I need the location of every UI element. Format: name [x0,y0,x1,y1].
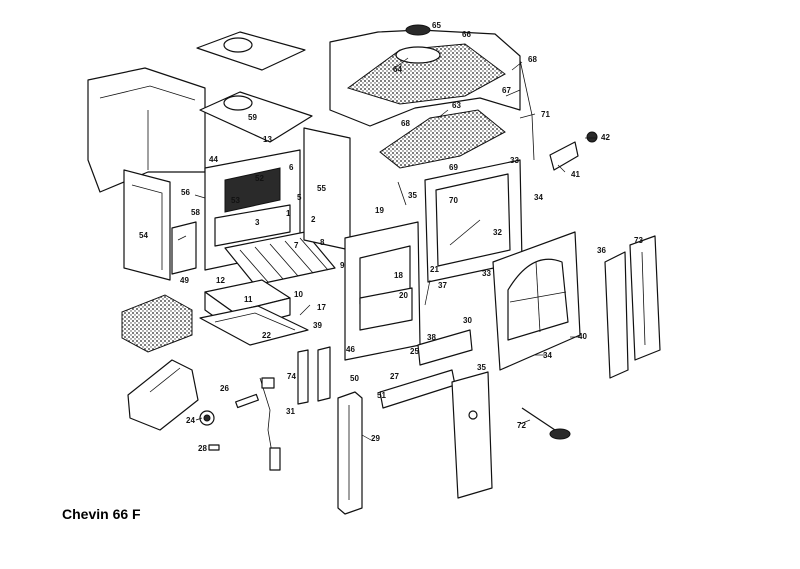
part-callout-44: 44 [209,155,218,164]
part-callout-1: 1 [286,209,291,218]
part-callout-65: 65 [432,21,441,30]
handle-part [521,407,571,440]
part-callout-72: 72 [517,421,526,430]
part-callout-50: 50 [350,374,359,383]
grate-part [224,231,336,286]
baffle-plate-part [199,91,313,143]
part-callout-17: 17 [317,303,326,312]
part-callout-67: 67 [502,86,511,95]
side-brick-part [171,221,197,275]
part-callout-21: 21 [430,265,439,274]
part-callout-33: 33 [510,156,519,165]
part-callout-40: 40 [578,332,587,341]
part-callout-9: 9 [340,261,345,270]
part-callout-36: 36 [597,246,606,255]
part-callout-41: 41 [571,170,580,179]
small-parts [199,377,281,471]
stove-frame-part [303,127,421,361]
part-callout-30: 30 [463,316,472,325]
part-callout-52: 52 [255,174,264,183]
part-callout-29: 29 [371,434,380,443]
part-callout-34: 34 [534,193,543,202]
part-callout-27: 27 [390,372,399,381]
part-callout-68: 68 [528,55,537,64]
left-inner-panel-part [123,169,171,281]
part-callout-63: 63 [452,101,461,110]
part-callout-33: 33 [482,269,491,278]
part-callout-59: 59 [248,113,257,122]
part-callout-12: 12 [216,276,225,285]
part-callout-37: 37 [438,281,447,290]
part-callout-19: 19 [375,206,384,215]
part-callout-46: 46 [346,345,355,354]
part-callout-53: 53 [231,196,240,205]
insulation-block-part [121,294,193,353]
knob-part [549,131,598,171]
part-callout-28: 28 [198,444,207,453]
part-callout-49: 49 [180,276,189,285]
part-callout-73: 73 [634,236,643,245]
right-side-panels-part [604,235,661,379]
part-callout-32: 32 [493,228,502,237]
left-side-panel-part [87,67,206,193]
part-callout-74: 74 [287,372,296,381]
left-pillar-part [337,391,363,515]
part-callout-39: 39 [313,321,322,330]
part-callout-24: 24 [186,416,195,425]
door-frame-part [424,159,523,283]
part-callout-20: 20 [399,291,408,300]
part-callout-5: 5 [297,193,302,202]
part-callout-3: 3 [255,218,260,227]
base-tray-part [199,305,309,346]
part-callout-69: 69 [449,163,458,172]
front-pillar-part [451,371,493,499]
part-callout-71: 71 [541,110,550,119]
part-callout-55: 55 [317,184,326,193]
top-plate-part [196,31,306,71]
glazed-door-part [492,231,581,371]
part-callout-31: 31 [286,407,295,416]
part-callout-6: 6 [289,163,294,172]
part-callout-18: 18 [394,271,403,280]
part-callout-66: 66 [462,30,471,39]
part-callout-2: 2 [311,215,316,224]
part-callout-68: 68 [401,119,410,128]
part-callout-42: 42 [601,133,610,142]
part-callout-26: 26 [220,384,229,393]
leader-lines [177,57,596,441]
part-callout-11: 11 [244,295,253,304]
diagram-title: Chevin 66 F [62,506,141,522]
part-callout-35: 35 [408,191,417,200]
top-dome-part [329,24,521,127]
part-callout-58: 58 [191,208,200,217]
part-callout-35: 35 [477,363,486,372]
part-callout-51: 51 [377,391,386,400]
part-callout-34: 34 [543,351,552,360]
side-trim-parts [297,346,331,405]
part-callout-70: 70 [449,196,458,205]
part-callout-56: 56 [181,188,190,197]
part-callout-8: 8 [320,238,325,247]
part-callout-22: 22 [262,331,271,340]
part-callout-64: 64 [393,65,402,74]
part-callout-7: 7 [294,241,299,250]
part-callout-38: 38 [427,333,436,342]
part-callout-13: 13 [263,135,272,144]
secondary-dome-part [379,109,506,169]
part-callout-10: 10 [294,290,303,299]
part-callout-54: 54 [139,231,148,240]
fender-part [127,359,199,431]
part-callout-25: 25 [410,347,419,356]
callout-labels: 6566686467714263684133346935703233367359… [139,21,643,453]
